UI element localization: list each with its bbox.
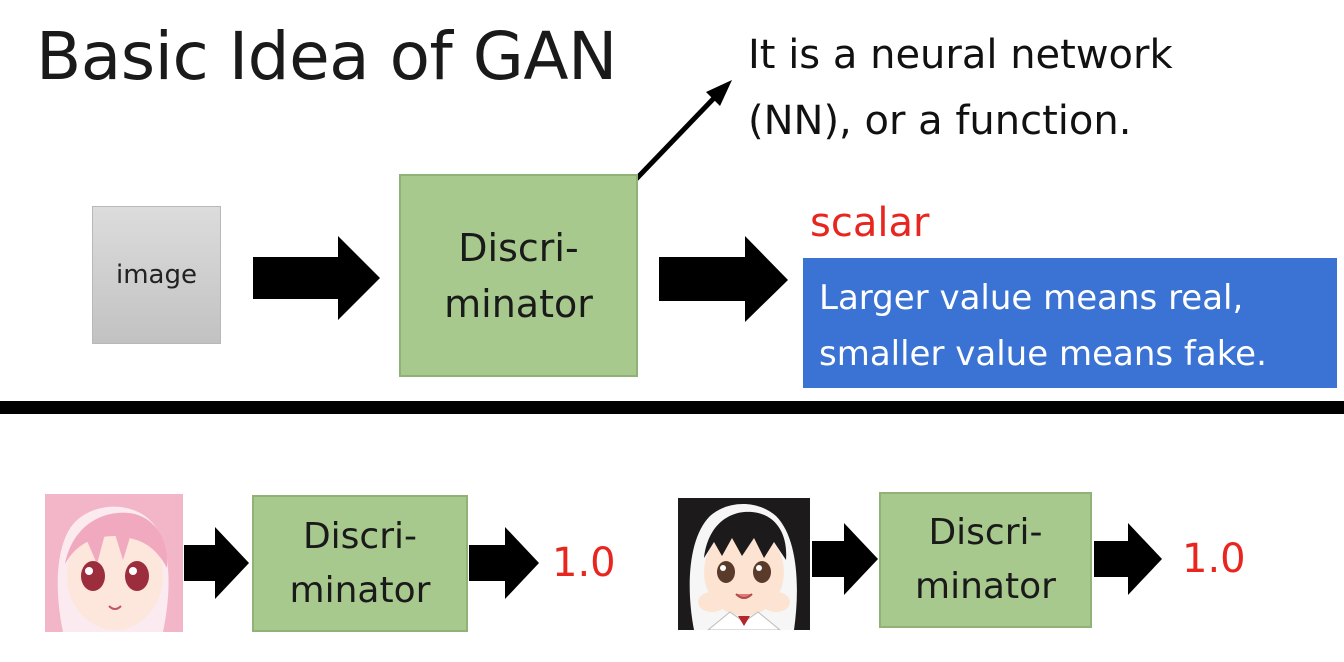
- scalar-label: scalar: [810, 200, 930, 246]
- input-image-box: image: [92, 206, 221, 344]
- output-description-box: Larger value means real, smaller value m…: [803, 258, 1337, 388]
- example-2-score: 1.0: [1182, 536, 1246, 582]
- example-1-discriminator-box: Discri- minator: [252, 495, 468, 632]
- arrow-discriminator-to-scalar: [659, 236, 788, 322]
- note-line-2: (NN), or a function.: [748, 98, 1132, 144]
- annotation-note: It is a neural network (NN), or a functi…: [748, 22, 1173, 154]
- slide-title: Basic Idea of GAN: [36, 18, 617, 95]
- arrow-face1-to-discriminator: [184, 527, 249, 599]
- discriminator-box: Discri- minator: [399, 174, 638, 377]
- arrow-discriminator1-to-score: [469, 527, 539, 599]
- example-2-discriminator-box: Discri- minator: [879, 492, 1092, 628]
- output-description-line-2: smaller value means fake.: [819, 334, 1267, 374]
- arrow-face2-to-discriminator: [812, 523, 878, 595]
- section-divider: [0, 401, 1344, 414]
- arrow-image-to-discriminator: [253, 236, 380, 320]
- note-line-1: It is a neural network: [748, 32, 1173, 78]
- anime-face-pink-image: [45, 494, 183, 632]
- arrow-discriminator2-to-score: [1094, 523, 1162, 595]
- example-1-score: 1.0: [552, 540, 616, 586]
- anime-face-dark-hair-image: [678, 498, 810, 630]
- output-description-line-1: Larger value means real,: [819, 278, 1244, 318]
